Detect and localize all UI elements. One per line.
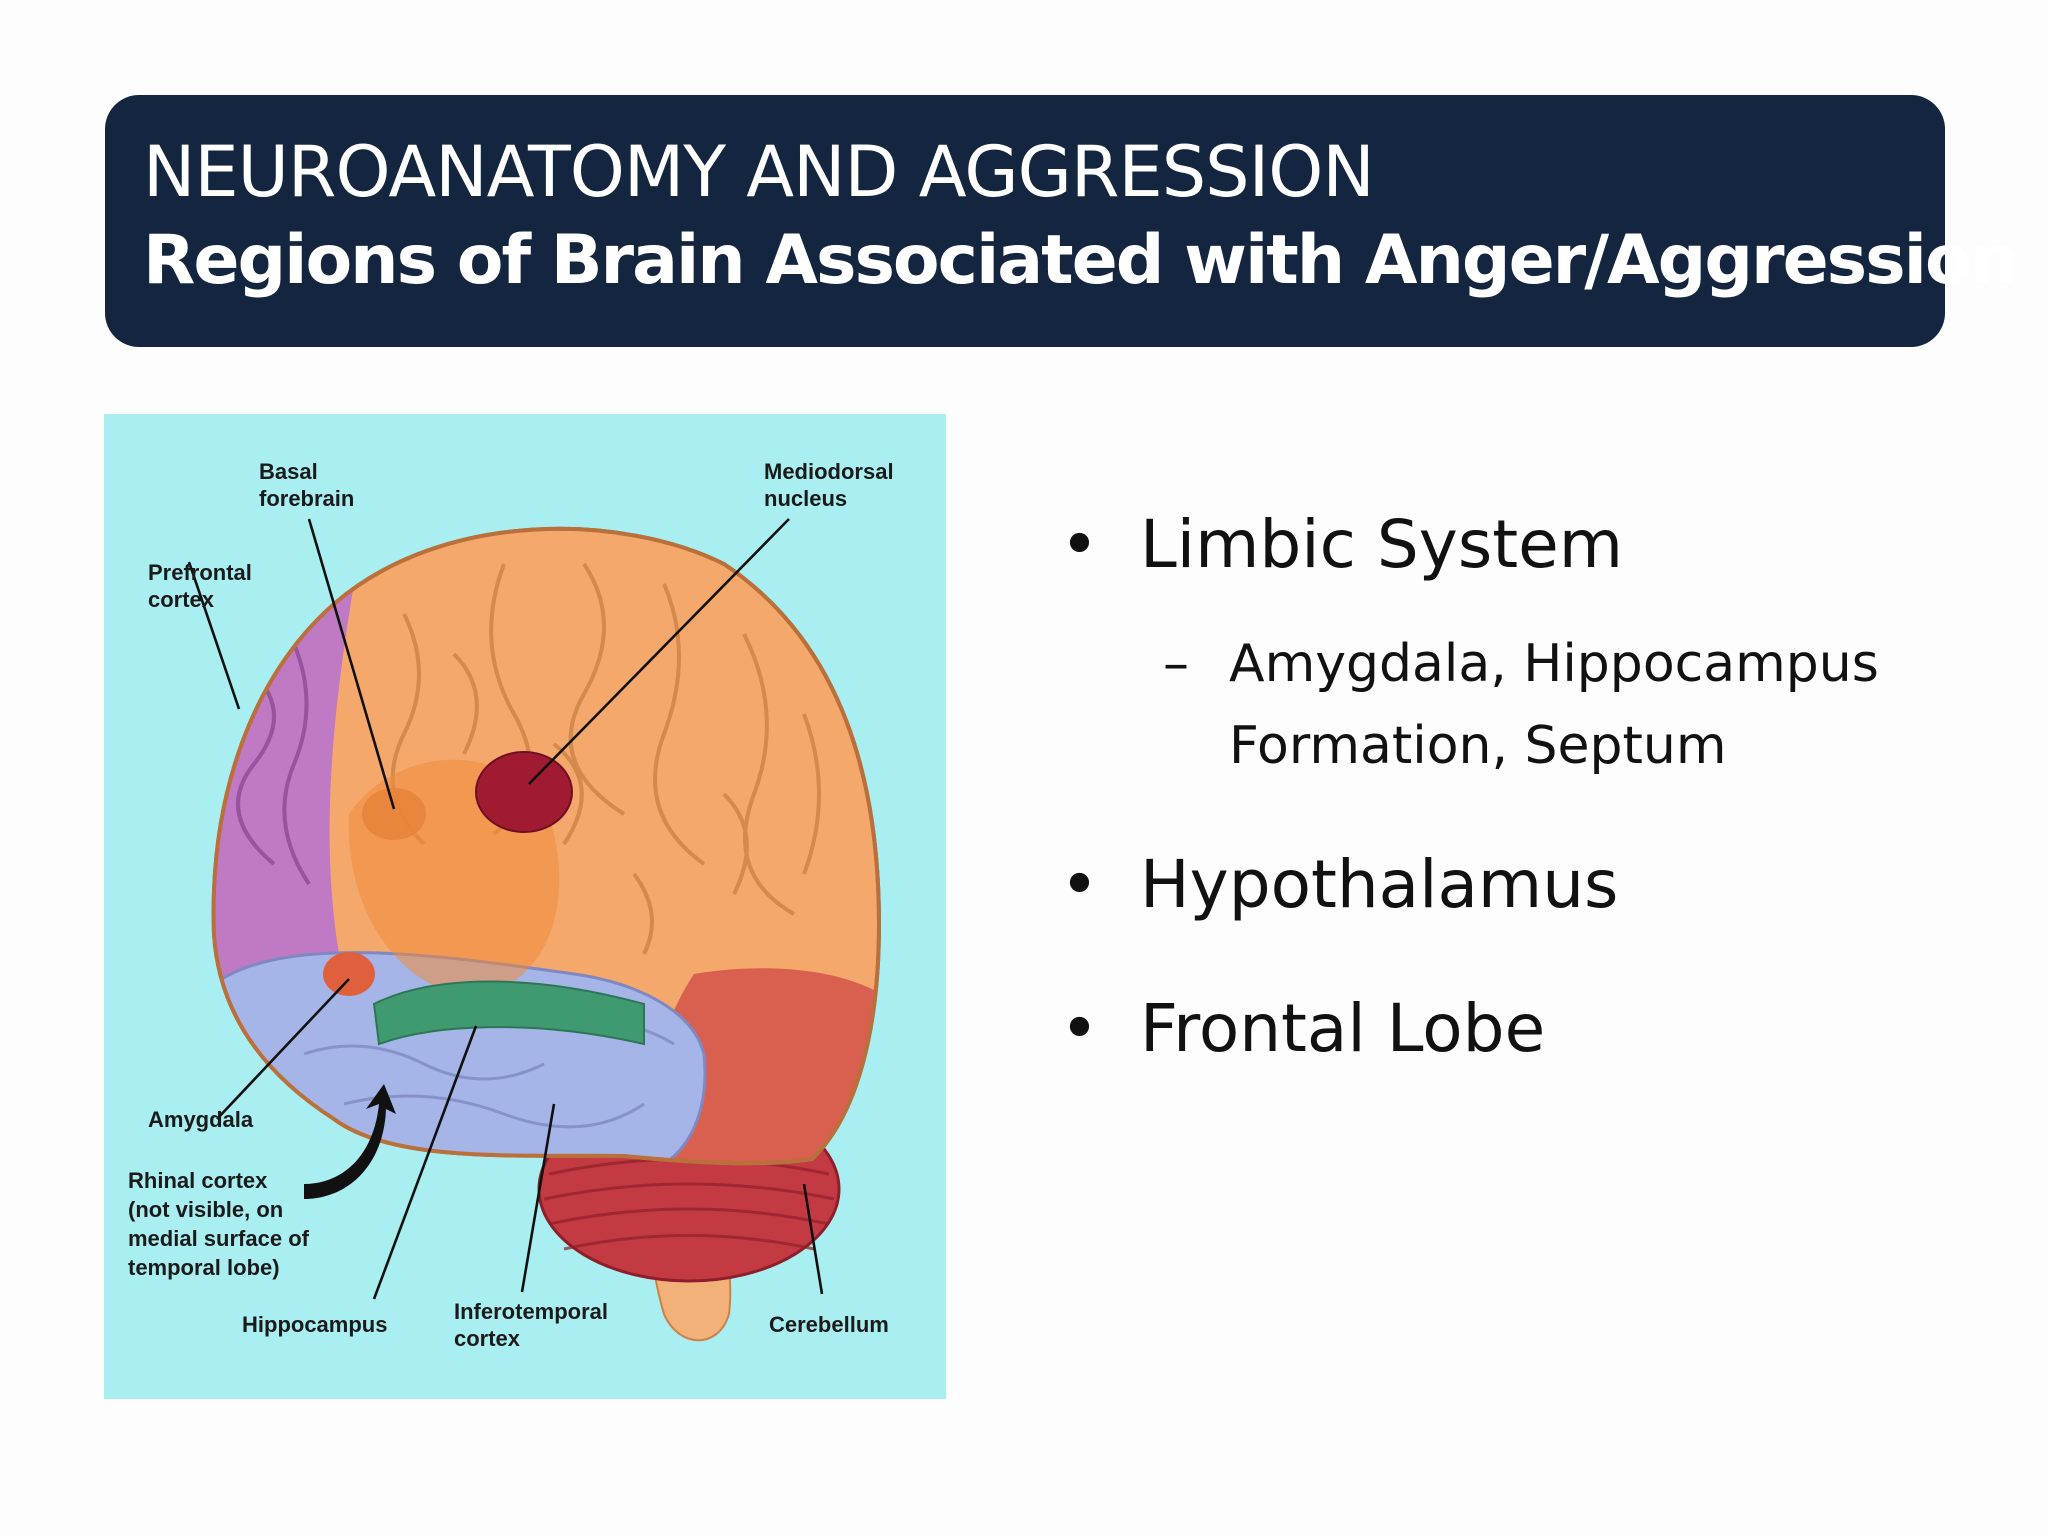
bullet-item: • Frontal Lobe xyxy=(1060,989,2020,1069)
label-basal-forebrain: Basal forebrain xyxy=(259,459,354,511)
amygdala-region xyxy=(323,952,375,996)
label-hippocampus: Hippocampus xyxy=(242,1312,387,1337)
label-cerebellum: Cerebellum xyxy=(769,1312,889,1337)
label-prefrontal-cortex: Prefrontal cortex xyxy=(148,560,258,612)
label-inferotemporal-cortex: Inferotemporal cortex xyxy=(454,1299,614,1351)
bullet-text: Hypothalamus xyxy=(1140,846,1619,923)
bullet-marker: • xyxy=(1060,846,1099,923)
mediodorsal-region xyxy=(475,751,573,833)
sub-bullet-item: – Amygdala, Hippocampus Formation, Septu… xyxy=(1060,623,2020,787)
bullet-item: • Hypothalamus xyxy=(1060,845,2020,925)
bullet-text: Limbic System xyxy=(1140,506,1624,583)
bullet-marker: • xyxy=(1060,506,1099,583)
sub-bullet-marker: – xyxy=(1163,634,1189,694)
bullet-item: • Limbic System xyxy=(1060,505,2020,585)
sub-bullet-line: Formation, Septum xyxy=(1229,716,1727,776)
slide-subtitle: Regions of Brain Associated with Anger/A… xyxy=(143,221,2018,300)
slide-title: NEUROANATOMY AND AGGRESSION xyxy=(143,131,1375,213)
label-rhinal-cortex: Rhinal cortex (not visible, on medial su… xyxy=(128,1168,315,1280)
bullet-marker: • xyxy=(1060,990,1099,1067)
leader-lines xyxy=(187,518,824,1300)
label-amygdala: Amygdala xyxy=(148,1107,254,1132)
sub-bullet-line: Amygdala, Hippocampus xyxy=(1229,634,1879,694)
basal-forebrain-region xyxy=(362,788,426,840)
bullet-text: Frontal Lobe xyxy=(1140,990,1546,1067)
brain-diagram: Basal forebrain Mediodorsal nucleus Pref… xyxy=(104,414,946,1399)
bullet-list: • Limbic System – Amygdala, Hippocampus … xyxy=(1060,505,2020,1069)
title-banner: NEUROANATOMY AND AGGRESSION Regions of B… xyxy=(105,95,2018,347)
hippocampus-region xyxy=(372,980,645,1046)
label-mediodorsal-nucleus: Mediodorsal nucleus xyxy=(764,459,900,511)
rhinal-arrow-icon xyxy=(304,1084,396,1199)
